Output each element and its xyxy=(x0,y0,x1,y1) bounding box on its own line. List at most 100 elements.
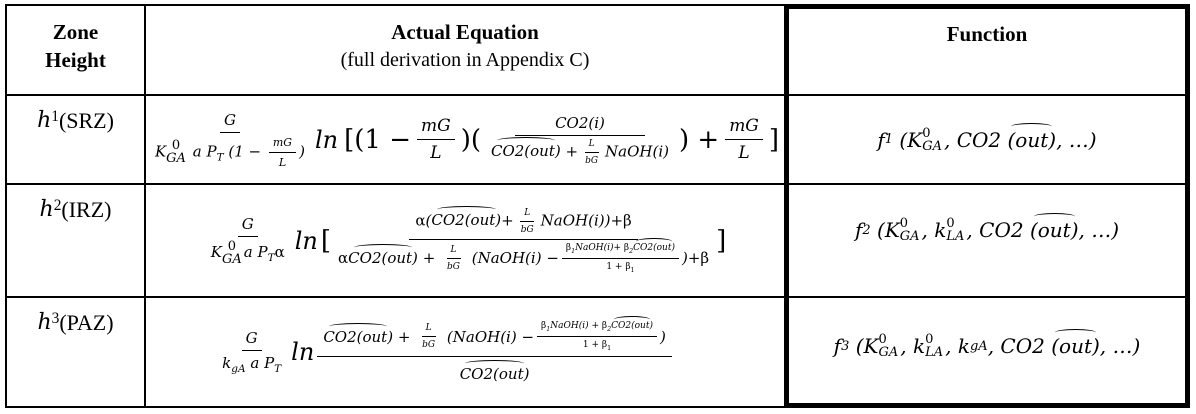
ln-operator: ln xyxy=(314,125,339,154)
symbol: P xyxy=(206,142,217,160)
co2-out-hat: CO2(out) xyxy=(348,244,418,267)
symbol: K xyxy=(907,127,923,152)
symbol: k xyxy=(222,354,232,372)
function-frame-bottom xyxy=(784,403,1190,408)
symbol: K xyxy=(884,218,900,242)
sup: 0 xyxy=(946,216,955,231)
function-frame-top xyxy=(784,4,1190,9)
co2-out-hat: CO2(out) xyxy=(490,137,561,160)
co2-out-hat: CO2(out) xyxy=(611,316,653,332)
numerator: L xyxy=(421,323,436,337)
sub: GA xyxy=(221,252,242,267)
header-actual-equation: Actual Equation (full derivation in Appe… xyxy=(146,18,784,74)
table-border-top xyxy=(5,4,787,6)
op: − xyxy=(248,142,262,160)
bracket: [(1 − xyxy=(344,124,411,155)
co2-out-hat: CO2(out) xyxy=(633,237,675,253)
numerator: G xyxy=(241,329,262,351)
alpha: α xyxy=(338,249,349,267)
ln-operator: ln xyxy=(291,338,315,366)
zone-label: (SRZ) xyxy=(58,108,114,133)
zone-variable: h xyxy=(37,108,52,133)
header-zone-line1: Zone xyxy=(52,20,99,44)
sub: GA xyxy=(922,138,942,154)
beta: β xyxy=(541,321,547,332)
symbol: k xyxy=(934,218,947,242)
bracket: [ xyxy=(320,225,332,256)
co2: CO2 xyxy=(1000,334,1045,358)
sub: T xyxy=(267,252,275,264)
numerator: β1NaOH(i) + β2CO2(out) xyxy=(537,316,657,337)
beta: β xyxy=(623,211,632,230)
co2-out-hat: CO2(out) xyxy=(323,322,394,346)
symbol: k xyxy=(912,334,926,358)
sub: 2 xyxy=(862,222,871,238)
header-zone-line2: Height xyxy=(45,48,106,72)
row-divider-2 xyxy=(5,296,1190,298)
sub: 2 xyxy=(629,247,634,255)
header-function-label: Function xyxy=(946,22,1028,46)
symbol: K xyxy=(154,142,167,160)
zone-variable: h xyxy=(39,197,54,222)
sub: 3 xyxy=(841,338,850,354)
beta: β xyxy=(623,242,630,253)
out-hat: (out) xyxy=(1051,329,1100,358)
numerator: L xyxy=(520,208,535,222)
fraction: β1NaOH(i)+ β2CO2(out)1 + β1 xyxy=(561,237,679,273)
table-border-bottom xyxy=(5,406,787,408)
fraction: β1NaOH(i) + β2CO2(out)1 + β1 xyxy=(537,316,657,352)
bracket: ] xyxy=(716,225,727,256)
f-symbol: f xyxy=(877,127,885,152)
zone-height-equation-table: Zone Height Actual Equation (full deriva… xyxy=(5,4,1190,408)
f-symbol: f xyxy=(854,218,863,242)
row-divider-1 xyxy=(5,183,1190,185)
denominator: bG xyxy=(520,224,534,235)
zone-variable: h xyxy=(37,310,52,335)
naoh: NaOH(i) xyxy=(575,242,614,253)
sub: LA xyxy=(946,229,965,244)
sub: 2 xyxy=(607,326,612,333)
denominator: bG xyxy=(422,340,436,350)
sub: GA xyxy=(166,151,186,166)
numerator: β1NaOH(i)+ β2CO2(out) xyxy=(561,237,679,259)
zone-label: (IRZ) xyxy=(61,197,112,222)
bracket: ) + xyxy=(678,124,720,155)
symbol: a xyxy=(192,142,202,160)
numerator: mG xyxy=(416,116,455,140)
symbol: a xyxy=(250,354,260,372)
bracket: ] xyxy=(768,124,780,155)
function-frame-right xyxy=(1185,4,1190,408)
denominator: L xyxy=(430,143,442,163)
function-frame-left xyxy=(784,4,789,408)
sub: GA xyxy=(878,345,899,360)
numerator: mG xyxy=(725,116,763,140)
header-zone-height: Zone Height xyxy=(7,18,144,74)
beta: β xyxy=(601,321,608,332)
beta: β xyxy=(700,249,710,267)
numerator: CO2(i) xyxy=(515,114,645,136)
fraction: mG L xyxy=(725,116,763,163)
denominator: L xyxy=(738,143,750,163)
